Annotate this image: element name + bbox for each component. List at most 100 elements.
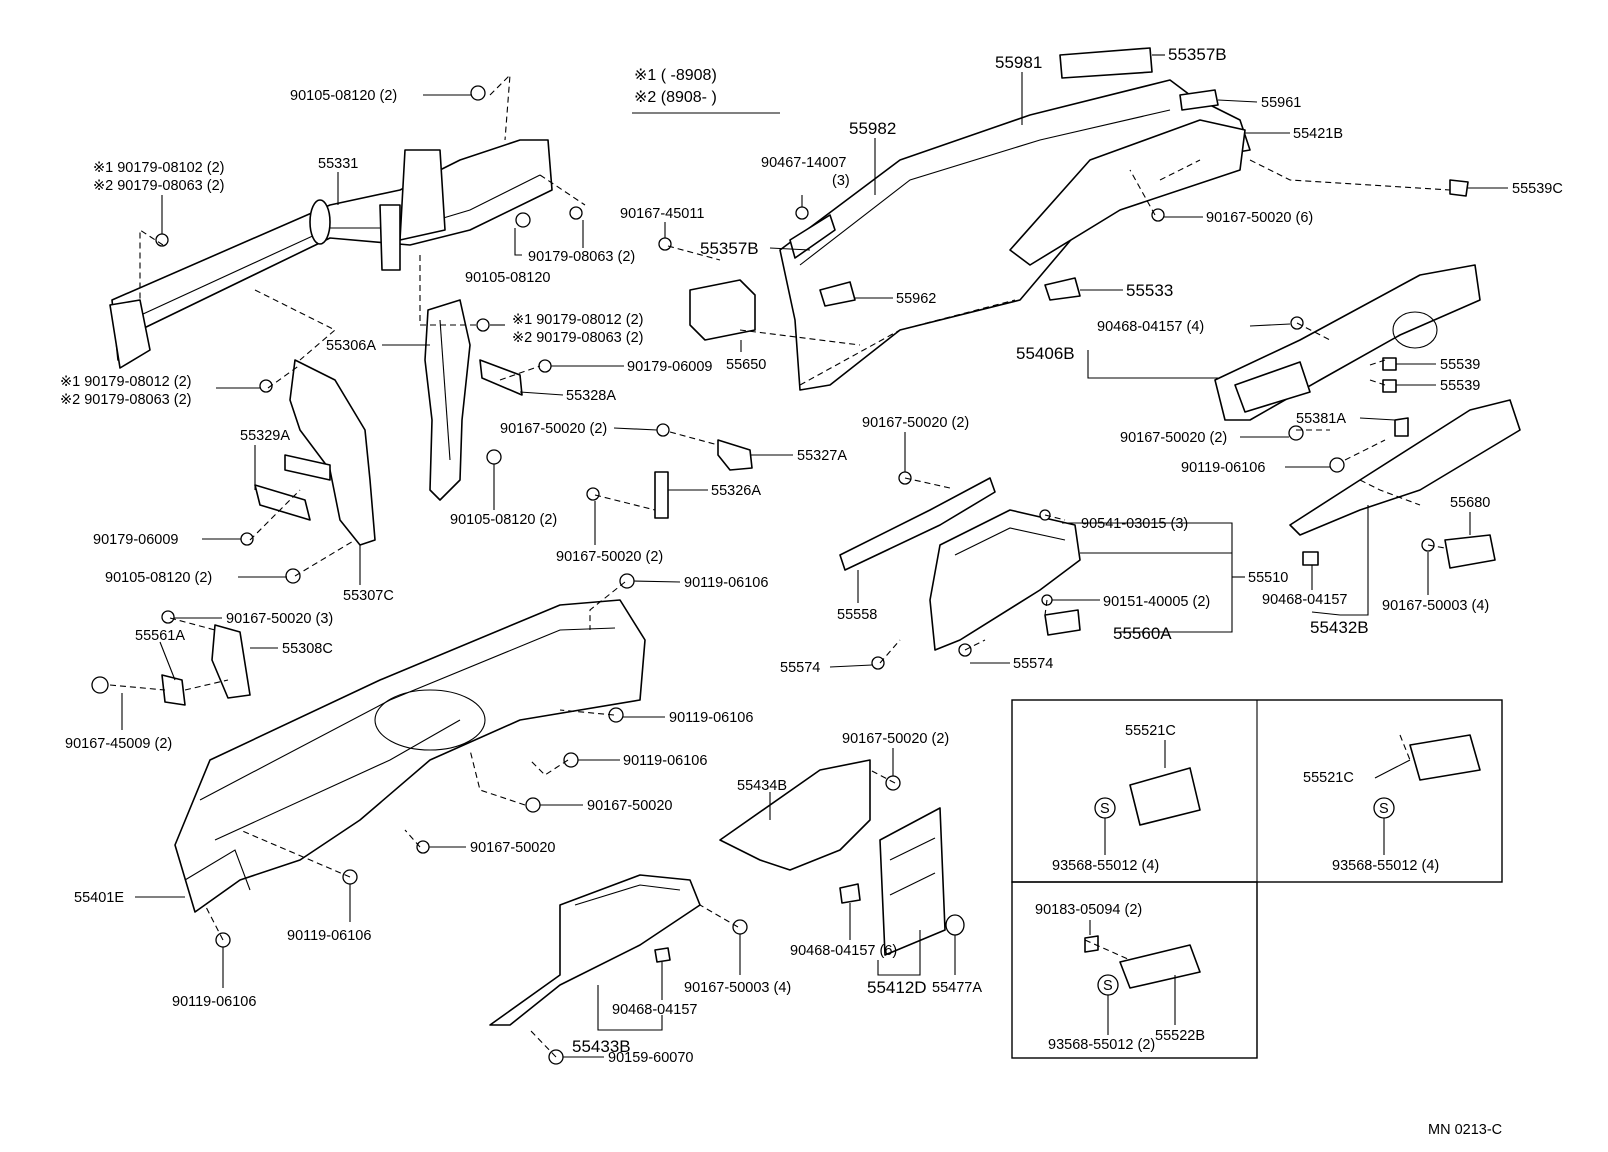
nut-90183-05094 (1084, 935, 1099, 953)
label-note1-90179-08012-b: ※1 90179-08012 (2) (60, 374, 191, 390)
label-90179-06009-a: 90179-06009 (627, 359, 712, 375)
label-note1-90179-08102: ※1 90179-08102 (2) (93, 160, 224, 176)
clip-90468-04157-6 (839, 883, 861, 904)
label-90105-08120-2-c: 90105-08120 (2) (105, 570, 212, 586)
cluster-finish-55406B (1214, 264, 1481, 421)
label-90179-08063-2: 90179-08063 (2) (528, 249, 635, 265)
label-55328A: 55328A (566, 388, 616, 404)
label-55357B-left: 55357B (700, 239, 759, 258)
label-55961: 55961 (1261, 95, 1301, 111)
label-55381A: 55381A (1296, 411, 1346, 427)
box-variant-bottom (1011, 881, 1258, 1059)
label-55539-a: 55539 (1440, 357, 1480, 373)
label-55308C: 55308C (282, 641, 333, 657)
label-90183-05094-2: 90183-05094 (2) (1035, 902, 1142, 918)
pad-55357B-top (1059, 47, 1153, 79)
pad-55357B-left (789, 214, 836, 259)
assembly-dash-lines (109, 73, 1451, 1058)
label-55539-b: 55539 (1440, 378, 1480, 394)
label-90105-08120: 90105-08120 (465, 270, 550, 286)
bracket-55326A (654, 471, 669, 519)
label-55574-a: 55574 (780, 660, 820, 676)
label-55326A: 55326A (711, 483, 761, 499)
label-90119-06106-d: 90119-06106 (287, 928, 371, 944)
register-55650 (689, 279, 756, 341)
label-90467-14007-qty: (3) (832, 173, 850, 189)
label-90541-03015-3: 90541-03015 (3) (1081, 516, 1188, 532)
clip-55539-b (1382, 379, 1397, 393)
reinforcement-55331 (109, 139, 553, 369)
label-55432B: 55432B (1310, 618, 1369, 637)
label-90105-08120-2-b: 90105-08120 (2) (450, 512, 557, 528)
clip-55433B (654, 947, 671, 963)
label-90151-40005-2: 90151-40005 (2) (1103, 594, 1210, 610)
label-90119-06106-c: 90119-06106 (623, 753, 707, 769)
label-note1-90179-08012-a: ※1 90179-08012 (2) (512, 312, 643, 328)
label-55680: 55680 (1450, 495, 1490, 511)
label-90167-45009-2: 90167-45009 (2) (65, 736, 172, 752)
label-90167-50020-b: 90167-50020 (470, 840, 555, 856)
label-55521C-a: 55521C (1125, 723, 1176, 739)
label-55533: 55533 (1126, 281, 1173, 300)
label-90105-08120-2: 90105-08120 (2) (290, 88, 397, 104)
clip-55539-a (1382, 357, 1397, 371)
leader-lines (121, 54, 1508, 1058)
label-55477A: 55477A (932, 980, 982, 996)
label-55327A: 55327A (797, 448, 847, 464)
safety-pad-55981 (779, 47, 1251, 391)
lock-55560A (1044, 609, 1081, 636)
label-55357B-top: 55357B (1168, 45, 1227, 64)
label-90167-50020-6: 90167-50020 (6) (1206, 210, 1313, 226)
label-90167-50020-2-e: 90167-50020 (2) (842, 731, 949, 747)
label-55560A: 55560A (1113, 624, 1172, 643)
label-55510: 55510 (1248, 570, 1288, 586)
instrument-panel-55401E (174, 599, 646, 913)
label-55406B: 55406B (1016, 344, 1075, 363)
label-55433B: 55433B (572, 1037, 631, 1056)
brace-55307C (254, 359, 376, 546)
part-55533 (1044, 277, 1081, 301)
diagram-code: MN 0213-C (1428, 1122, 1502, 1138)
bracket-55308C (211, 624, 251, 699)
box-55412D (879, 807, 946, 956)
label-55561A: 55561A (135, 628, 185, 644)
label-note2-90179-08063-a: ※2 90179-08063 (2) (512, 330, 643, 346)
label-55574-b: 55574 (1013, 656, 1053, 672)
bracket-55381A (1394, 417, 1409, 437)
pocket-55521C-b (1409, 734, 1481, 781)
label-90119-06106-b: 90119-06106 (669, 710, 753, 726)
label-90167-50020-2-c: 90167-50020 (2) (1120, 430, 1227, 446)
clip-90468-04157 (1302, 551, 1319, 566)
label-90167-50020-3: 90167-50020 (3) (226, 611, 333, 627)
label-90119-06106-a: 90119-06106 (684, 575, 768, 591)
label-90167-45011: 90167-45011 (620, 206, 704, 222)
label-90468-04157-6: 90468-04157 (6) (790, 943, 897, 959)
label-93568-55012-2: 93568-55012 (2) (1048, 1037, 1155, 1053)
label-55981: 55981 (995, 53, 1042, 72)
label-90468-04157-4: 90468-04157 (4) (1097, 319, 1204, 335)
label-93568-55012-4-b: 93568-55012 (4) (1332, 858, 1439, 874)
clip-55539C (1449, 179, 1469, 197)
label-55558: 55558 (837, 607, 877, 623)
label-90159-60070: 90159-60070 (608, 1050, 693, 1066)
label-90167-50020-2-a: 90167-50020 (2) (500, 421, 607, 437)
bracket-55522B (1119, 944, 1201, 989)
label-90119-06106-e: 90119-06106 (172, 994, 256, 1010)
label-55329A: 55329A (240, 428, 290, 444)
vent-55962 (819, 281, 856, 307)
label-90167-50003-4-b: 90167-50003 (4) (684, 980, 791, 996)
knob-55477A (945, 914, 965, 936)
label-90119-06106-f: 90119-06106 (1181, 460, 1265, 476)
label-90167-50020-a: 90167-50020 (587, 798, 672, 814)
cover-55434B (719, 759, 871, 871)
label-55412D: 55412D (867, 978, 927, 997)
label-55421B: 55421B (1293, 126, 1343, 142)
bracket-55306A (424, 299, 471, 501)
label-note2-90179-08063-b: ※2 90179-08063 (2) (60, 392, 191, 408)
svg-text:S: S (1379, 801, 1389, 817)
label-90468-04157-b: 90468-04157 (612, 1002, 697, 1018)
bracket-55328A (479, 359, 523, 396)
label-55539C: 55539C (1512, 181, 1563, 197)
